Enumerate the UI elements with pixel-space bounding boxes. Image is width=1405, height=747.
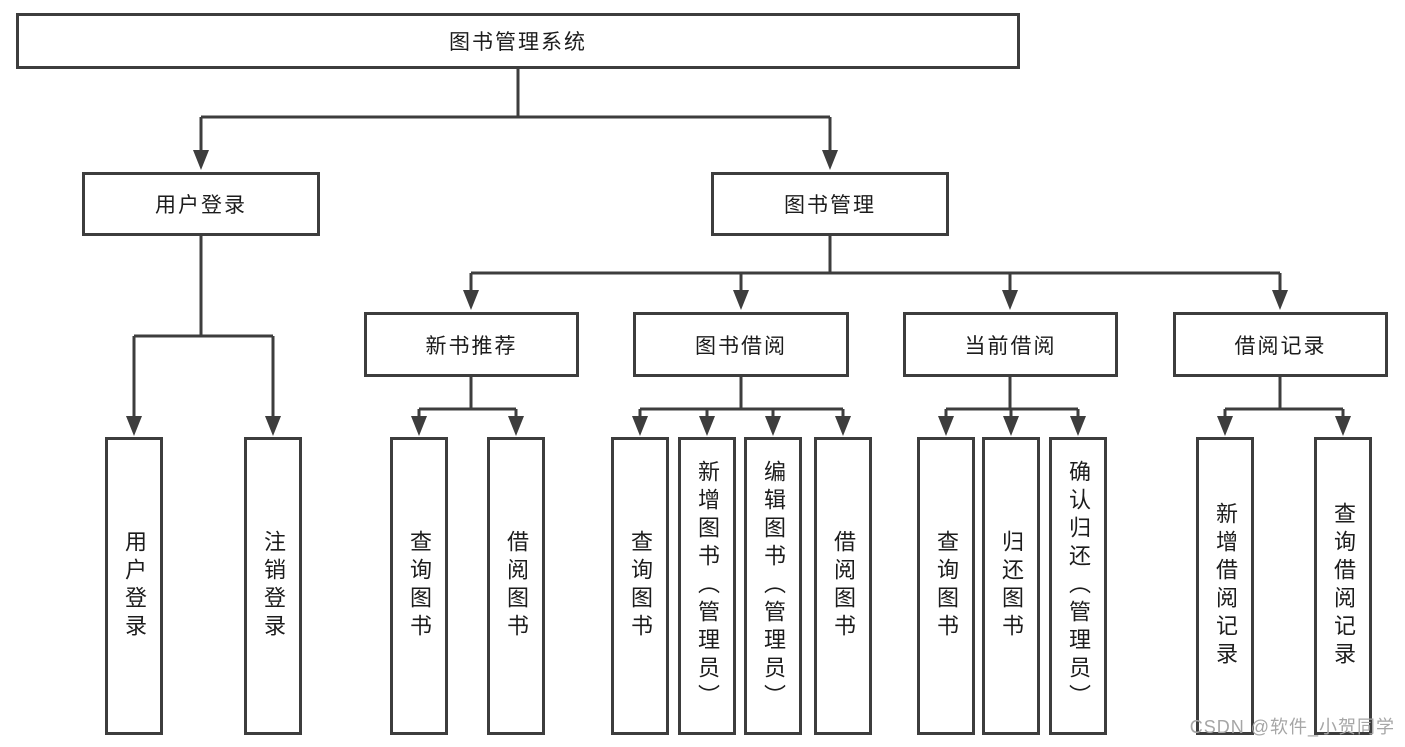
leaf-newrec-query-book: 查询图书 bbox=[390, 437, 448, 735]
connector-paths bbox=[132, 69, 1345, 418]
leaf-borrowing-edit-book-admin: 编辑图书（管理员） bbox=[744, 437, 802, 735]
leaf-current-query-book: 查询图书 bbox=[917, 437, 975, 735]
node-user-login: 用户登录 bbox=[82, 172, 320, 236]
node-library-system-root: 图书管理系统 bbox=[16, 13, 1020, 69]
leaf-current-confirm-return-admin: 确认归还（管理员） bbox=[1049, 437, 1107, 735]
csdn-watermark: CSDN @软件_小贺同学 bbox=[1189, 717, 1395, 737]
leaf-borrowing-borrow-book: 借阅图书 bbox=[814, 437, 872, 735]
leaf-logout: 注销登录 bbox=[244, 437, 302, 735]
leaf-borrowing-query-book: 查询图书 bbox=[611, 437, 669, 735]
arrowhead-icons bbox=[126, 150, 1351, 436]
leaf-user-login: 用户登录 bbox=[105, 437, 163, 735]
leaf-records-add-borrow-record: 新增借阅记录 bbox=[1196, 437, 1254, 735]
node-new-book-recommend: 新书推荐 bbox=[364, 312, 579, 377]
node-current-borrowing: 当前借阅 bbox=[903, 312, 1118, 377]
leaf-newrec-borrow-book: 借阅图书 bbox=[487, 437, 545, 735]
leaf-records-query-borrow-record: 查询借阅记录 bbox=[1314, 437, 1372, 735]
node-book-borrowing: 图书借阅 bbox=[633, 312, 849, 377]
node-borrow-records: 借阅记录 bbox=[1173, 312, 1388, 377]
leaf-current-return-book: 归还图书 bbox=[982, 437, 1040, 735]
node-book-management: 图书管理 bbox=[711, 172, 949, 236]
leaf-borrowing-add-book-admin: 新增图书（管理员） bbox=[678, 437, 736, 735]
